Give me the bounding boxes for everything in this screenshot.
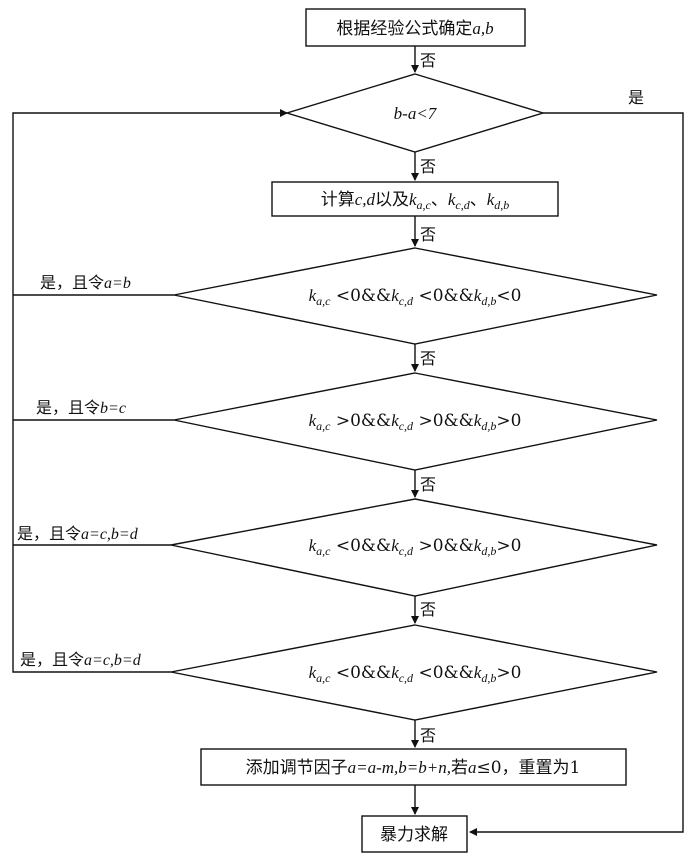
cond3-text: ka,c <0&&kc,d >0&&kd,b>0 [309, 536, 522, 558]
adjust-text: 添加调节因子a=a-m,b=b+n,若a≤0，重置为1 [246, 758, 581, 778]
end-text: 暴力求解 [380, 825, 448, 845]
cond2-decision [173, 372, 658, 471]
cond2-text: ka,c >0&&kc,d >0&&kd,b>0 [309, 411, 522, 433]
cond3-decision [170, 498, 658, 597]
label-no-4: 否 [420, 349, 436, 368]
range-decision [284, 73, 546, 153]
label-no-7: 否 [420, 726, 436, 745]
compute-box [271, 181, 559, 217]
range-condition: b-a<7 [394, 104, 438, 123]
label-no-1: 否 [420, 51, 436, 70]
cond1-text: ka,c <0&&kc,d <0&&kd,b<0 [309, 286, 522, 308]
label-no-6: 否 [420, 600, 436, 619]
edge-loop-back [12, 109, 288, 673]
label-yes-cond4: 是，且令a=c,b=d [20, 650, 142, 669]
compute-text: 计算c,d以及ka,c、kc,d、kd,b [321, 190, 510, 212]
label-yes-cond1: 是，且令a=b [40, 273, 131, 292]
cond4-text: ka,c <0&&kc,d <0&&kd,b>0 [309, 663, 522, 685]
edge-range-yes [469, 112, 684, 836]
label-yes-cond2: 是，且令b=c [36, 398, 126, 417]
label-yes-range: 是 [628, 88, 644, 107]
cond4-decision [170, 624, 658, 721]
label-no-3: 否 [420, 225, 436, 244]
start-text: 根据经验公式确定a,b [336, 19, 493, 39]
label-yes-cond3: 是，且令a=c,b=d [17, 524, 139, 543]
cond1-decision [173, 247, 658, 345]
start-box [305, 8, 526, 47]
end-box [361, 815, 468, 853]
label-no-5: 否 [420, 475, 436, 494]
adjust-box [200, 748, 627, 786]
label-no-2: 否 [420, 157, 436, 176]
